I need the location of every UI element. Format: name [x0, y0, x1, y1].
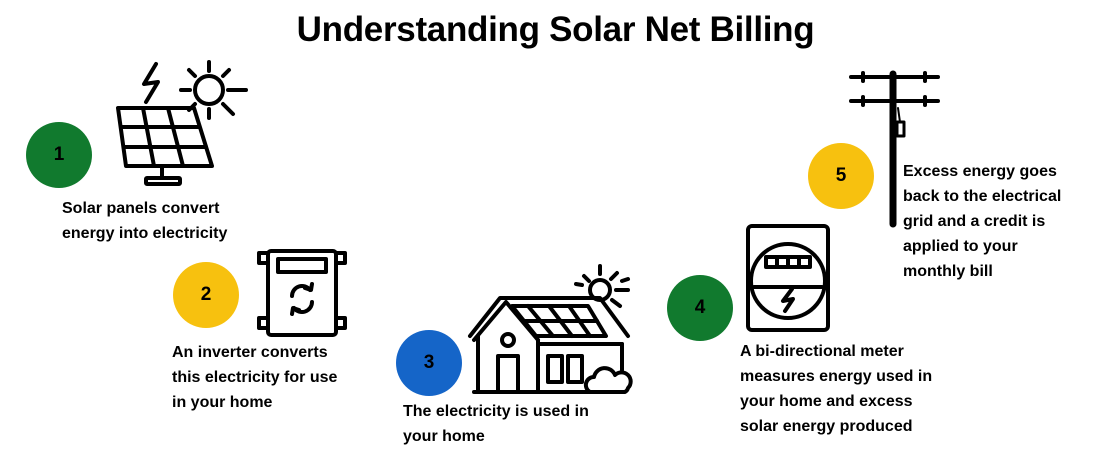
solar-panel-icon [116, 60, 248, 186]
step-5-badge: 5 [808, 143, 874, 209]
step-2-badge: 2 [173, 262, 239, 328]
step-4-badge: 4 [667, 275, 733, 341]
page-title: Understanding Solar Net Billing [296, 10, 815, 49]
house-icon [468, 264, 633, 394]
electric-meter-icon [746, 224, 830, 332]
step-4-text: A bi-directional meter measures energy u… [740, 343, 933, 435]
utility-pole-icon [849, 70, 940, 228]
step-1-text: Solar panels convert energy into electri… [62, 200, 228, 242]
step-3-badge: 3 [396, 330, 462, 396]
step-1-badge: 1 [26, 122, 92, 188]
inverter-icon [257, 249, 347, 337]
step-2-text: An inverter converts this electricity fo… [172, 344, 338, 411]
step-5-text: Excess energy goes back to the electrica… [903, 163, 1062, 280]
step-3-text: The electricity is used in your home [403, 403, 589, 445]
